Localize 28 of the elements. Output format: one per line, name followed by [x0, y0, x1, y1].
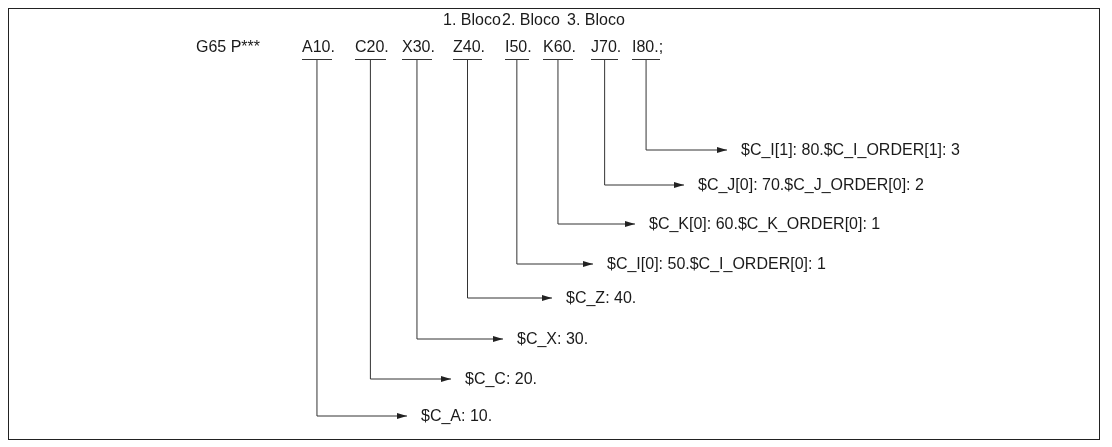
annotation-text: 1. Bloco [443, 11, 501, 29]
variable-value: $C_Z: 40. [552, 289, 637, 307]
variable-value: $C_A: 10. [407, 407, 493, 425]
code-word: I50. [505, 38, 532, 60]
leader-arrow [467, 59, 553, 301]
code-word: C20. [355, 38, 389, 60]
leader-arrow [516, 59, 594, 267]
leader-arrow [316, 59, 408, 419]
variable-value: $C_J[0]: 70.$C_J_ORDER[0]: 2 [684, 176, 924, 194]
code-word: K60. [543, 38, 576, 60]
variable-value: $C_I[0]: 50.$C_I_ORDER[0]: 1 [593, 255, 826, 273]
code-word: Z40. [453, 38, 485, 60]
leader-arrow [557, 59, 636, 227]
annotation-text: 3. Bloco [567, 11, 625, 29]
code-word: I80.; [632, 38, 664, 60]
leader-arrow [416, 59, 504, 342]
annotation-text: G65 P*** [196, 38, 261, 56]
annotation-text: 2. Bloco [502, 11, 560, 29]
code-word: X30. [402, 38, 435, 60]
variable-value: $C_I[1]: 80.$C_I_ORDER[1]: 3 [727, 141, 960, 159]
leader-arrow [645, 59, 728, 153]
leader-arrow [604, 59, 685, 188]
variable-value: $C_X: 30. [503, 330, 589, 348]
code-word: J70. [591, 38, 622, 60]
leader-arrow [369, 59, 452, 382]
code-word: A10. [302, 38, 335, 60]
variable-value: $C_C: 20. [451, 370, 538, 388]
variable-value: $C_K[0]: 60.$C_K_ORDER[0]: 1 [635, 215, 881, 233]
